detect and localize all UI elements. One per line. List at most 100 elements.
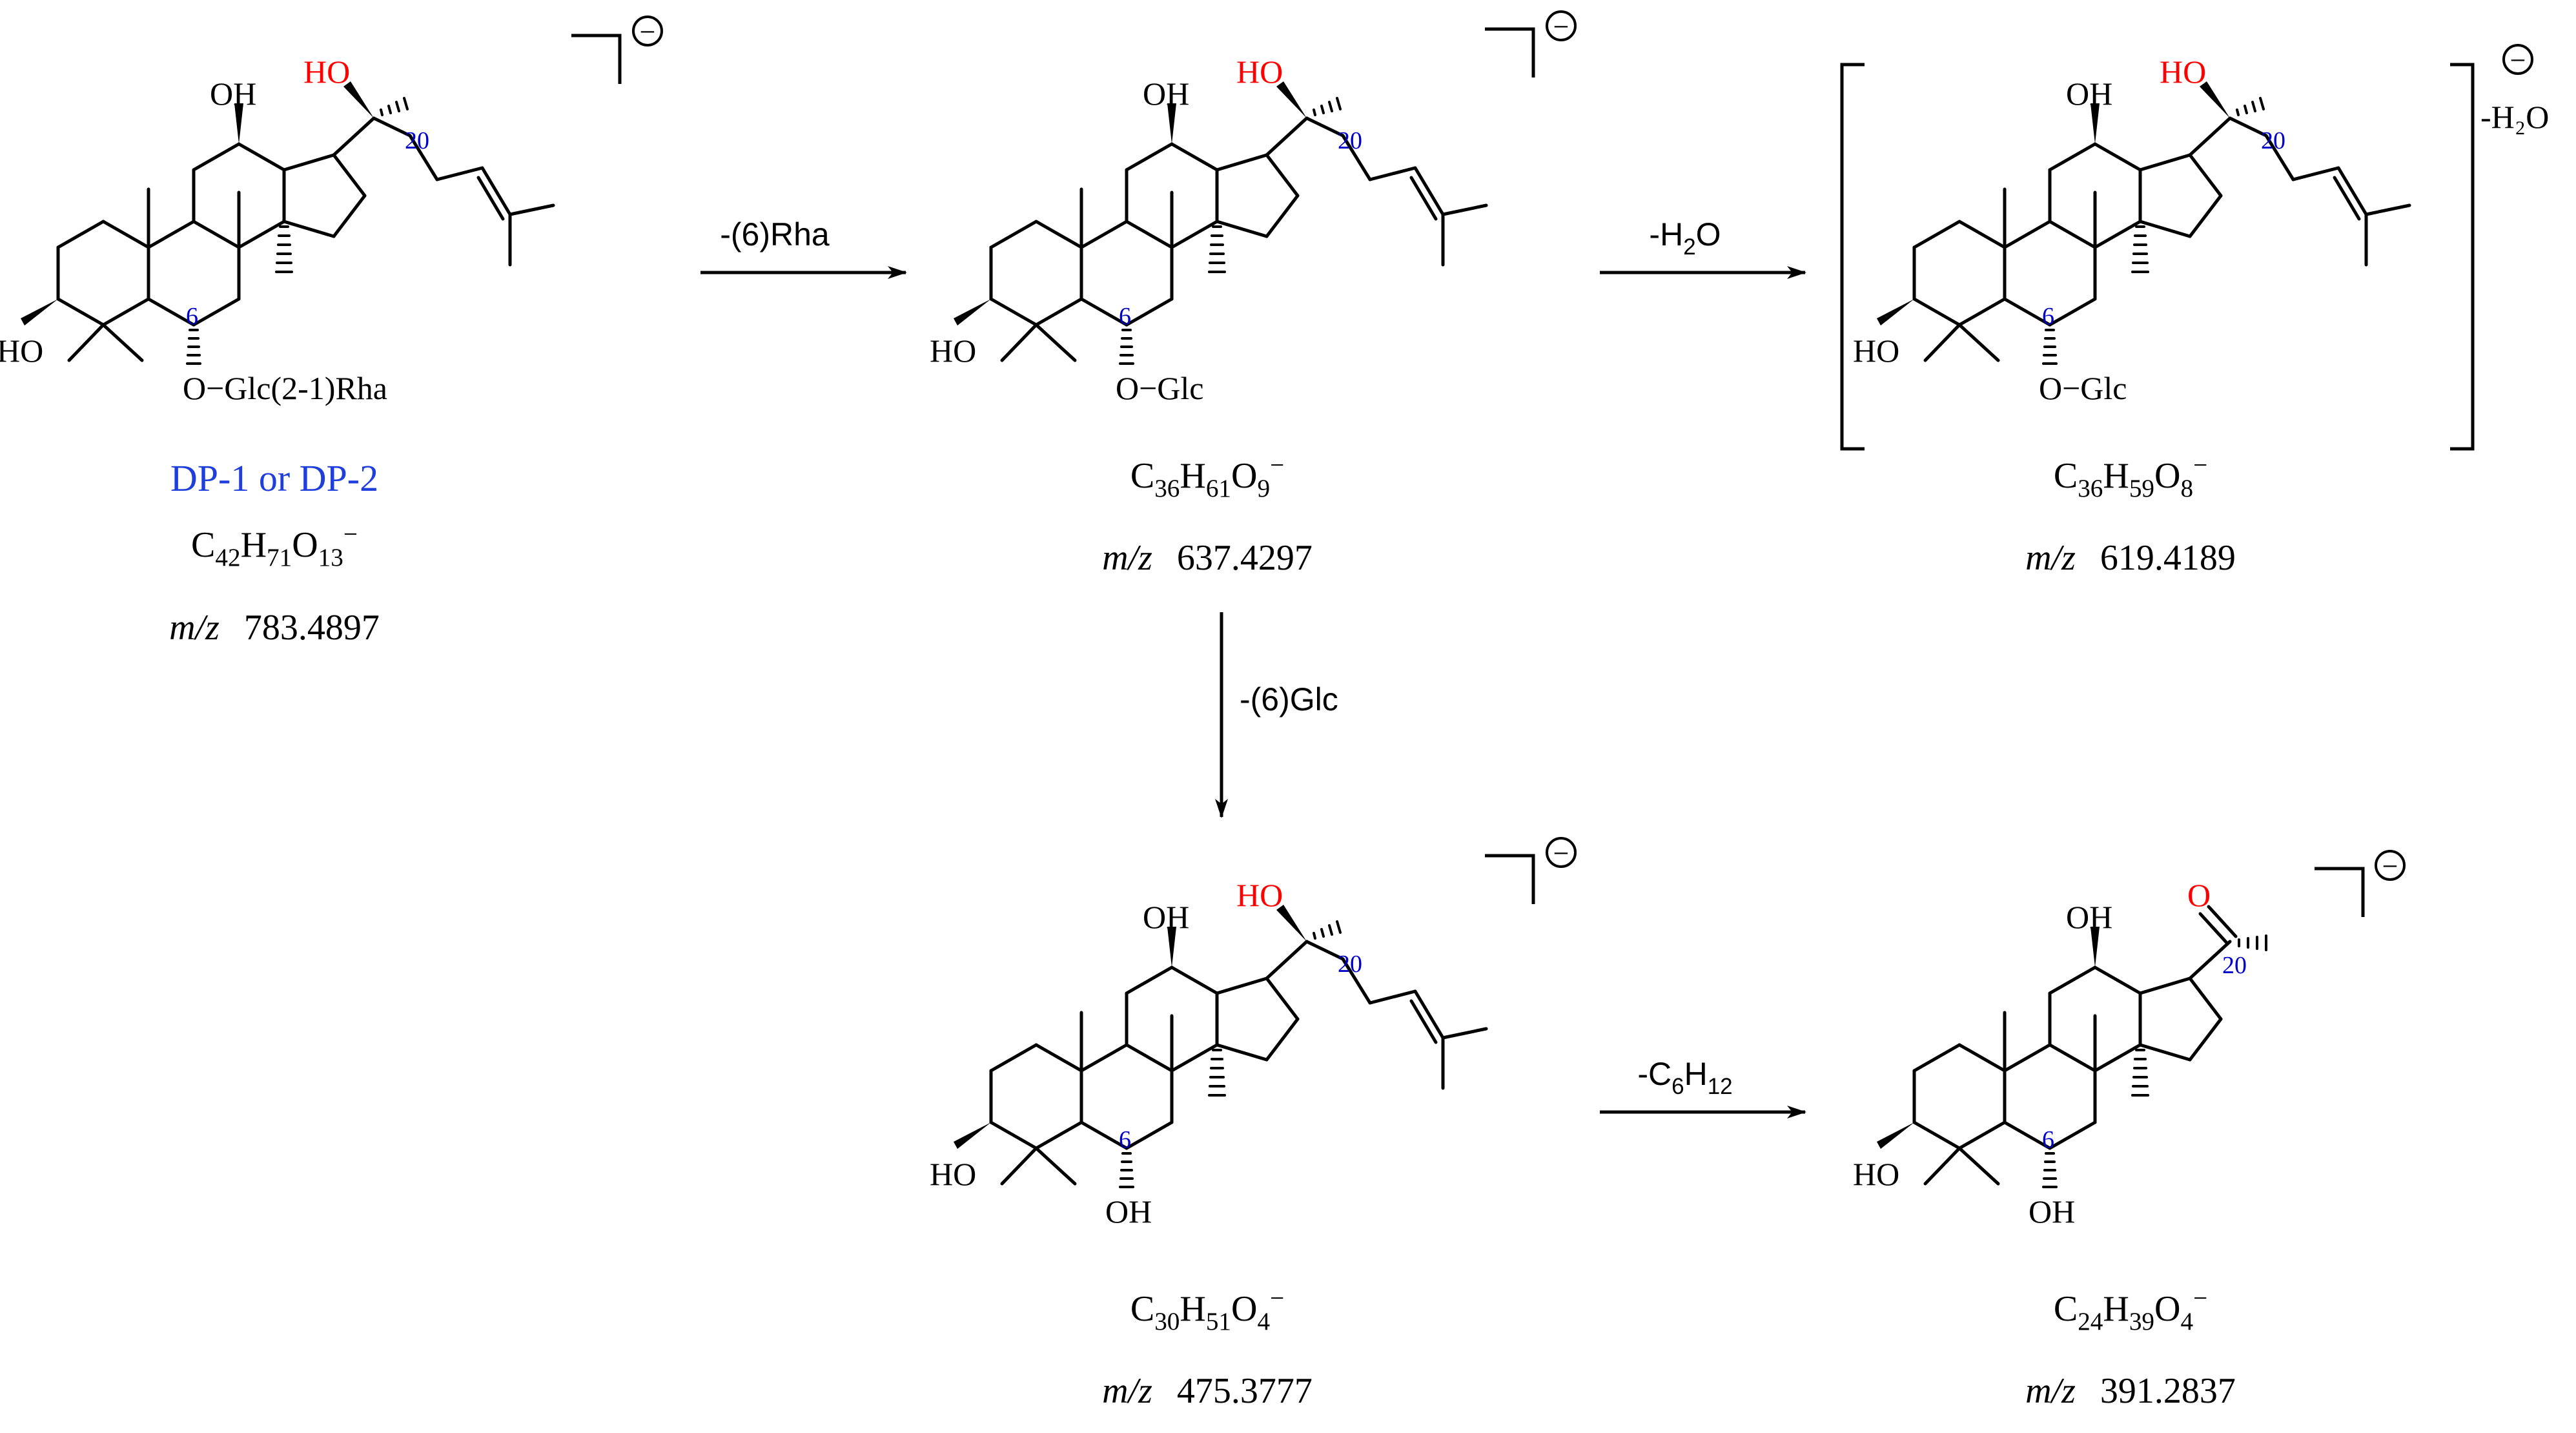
c20-hydroxyl-label: HO <box>1236 54 1283 90</box>
charge-sign: − <box>640 16 656 48</box>
locant-6: 6 <box>2042 1126 2054 1153</box>
formula-subscript: 39 <box>2129 1308 2154 1335</box>
mz-label: m/z <box>1102 538 1152 578</box>
mz-label: m/z <box>2025 1371 2076 1411</box>
arrow-label: -(6)Glc <box>1240 681 1338 717</box>
mz-readout: m/z 391.2837 <box>2025 1371 2236 1411</box>
formula-superscript: − <box>2193 451 2207 479</box>
charge-sign: − <box>1553 838 1569 869</box>
c3-hydroxyl-label: HO <box>0 333 43 369</box>
right-bracket <box>2450 63 2475 451</box>
locant-6: 6 <box>1119 1126 1131 1153</box>
c3-hydroxyl-label: HO <box>930 1156 976 1192</box>
c12-hydroxyl-label: OH <box>2066 76 2112 112</box>
compound-loss-c6h12: HO OH O 20 6 OH − C24H39O4− m/z 391.2837 <box>1853 850 2406 1411</box>
c20-hydroxyl-label: HO <box>303 54 350 90</box>
molecular-formula: C24H39O4− <box>2054 1284 2207 1335</box>
c20-ketone-oxygen: O <box>2187 877 2211 913</box>
formula-superscript: − <box>1270 1284 1284 1312</box>
formula-text: C <box>2054 456 2078 496</box>
mz-label: m/z <box>169 608 220 648</box>
formula-subscript: 4 <box>1257 1308 1270 1335</box>
formula-text: O <box>1231 456 1257 496</box>
formula-superscript: − <box>343 521 358 548</box>
formula-subscript: 36 <box>2078 475 2103 502</box>
molecular-formula: C36H59O8− <box>2054 451 2207 502</box>
mz-value: 783.4897 <box>244 608 380 648</box>
mz-value: 619.4189 <box>2100 538 2236 578</box>
mz-label: m/z <box>1102 1371 1152 1411</box>
formula-text: -(6)Rha <box>720 216 830 253</box>
bracket-note: -H₂O <box>2480 99 2549 135</box>
formula-text: C <box>2054 1289 2078 1329</box>
structure-loss-glc: HO OH HO 20 6 OH <box>930 877 1486 1230</box>
formula-subscript: 4 <box>2180 1308 2193 1335</box>
formula-superscript: − <box>2193 1284 2207 1312</box>
compound-name: DP-1 or DP-2 <box>170 457 378 499</box>
anion-charge-loss-water: − <box>2502 44 2533 76</box>
molecular-formula: C42H71O13− <box>191 521 358 572</box>
formula-text: O <box>292 525 318 565</box>
locant-20: 20 <box>1338 127 1362 154</box>
formula-text: C <box>1130 1289 1154 1329</box>
locant-20: 20 <box>2261 127 2285 154</box>
mz-readout: m/z 783.4897 <box>169 608 380 648</box>
anion-charge-loss-rha: − <box>1485 10 1577 77</box>
arrow-c6h12: -C6H12 <box>1600 1056 1806 1119</box>
left-bracket <box>1840 63 1865 451</box>
compound-loss-rha: HO OH HO 20 6 O−Glc − C36H61O9− m/z 637.… <box>930 10 1577 578</box>
formula-text: -(6)Glc <box>1240 681 1338 717</box>
c6-substituent: O−Glc(2-1)Rha <box>183 370 387 406</box>
c20-hydroxyl-label: HO <box>2160 54 2206 90</box>
locant-6: 6 <box>1119 303 1131 330</box>
locant-6: 6 <box>186 303 198 330</box>
formula-text: O <box>2154 456 2180 496</box>
locant-20: 20 <box>405 127 429 154</box>
formula-text: H <box>2103 456 2129 496</box>
c3-hydroxyl-label: HO <box>1853 333 1899 369</box>
anion-charge-parent: − <box>571 15 663 84</box>
c12-hydroxyl-label: OH <box>1143 76 1189 112</box>
compound-loss-glc: HO OH HO 20 6 OH − C30H51O4− m/z 475.377… <box>930 837 1577 1411</box>
c3-hydroxyl-label: HO <box>930 333 976 369</box>
arrow-glc: -(6)Glc <box>1215 612 1338 818</box>
formula-subscript: 13 <box>318 544 343 572</box>
formula-subscript: 2 <box>1683 234 1695 260</box>
arrow-h2o: -H2O <box>1600 216 1806 279</box>
charge-sign: − <box>2510 45 2526 76</box>
formula-text: H <box>1684 1056 1708 1092</box>
formula-text: H <box>1180 456 1205 496</box>
locant-20: 20 <box>1338 951 1362 978</box>
formula-subscript: 24 <box>2078 1308 2103 1335</box>
c12-hydroxyl-label: OH <box>2066 899 2112 935</box>
mz-value: 391.2837 <box>2100 1371 2236 1411</box>
formula-text: C <box>191 525 215 565</box>
charge-sign: − <box>2382 851 2398 882</box>
c6-substituent: OH <box>1105 1193 1152 1230</box>
c6-substituent: O−Glc <box>2039 370 2127 406</box>
compound-loss-water: HO OH HO 20 6 O−Glc − -H₂O C36H59O8− m/z… <box>1840 44 2549 578</box>
formula-subscript: 30 <box>1154 1308 1180 1335</box>
formula-subscript: 8 <box>2180 475 2193 502</box>
arrow-rha: -(6)Rha <box>700 216 907 279</box>
formula-text: C <box>1130 456 1154 496</box>
formula-subscript: 51 <box>1206 1308 1231 1335</box>
c6-substituent: OH <box>2029 1193 2075 1230</box>
formula-subscript: 36 <box>1154 475 1180 502</box>
c12-hydroxyl-label: OH <box>1143 899 1189 935</box>
formula-text: O <box>1696 216 1721 253</box>
formula-text: H <box>241 525 267 565</box>
compound-parent: HO OH HO 20 6 O−Glc(2-1)Rha − DP-1 or DP… <box>0 15 663 648</box>
structure-loss-c6h12: HO OH O 20 6 OH <box>1853 877 2266 1230</box>
anion-charge-loss-glc: − <box>1485 837 1577 904</box>
formula-subscript: 6 <box>1671 1074 1684 1099</box>
locant-6: 6 <box>2042 303 2054 330</box>
formula-subscript: 42 <box>215 544 240 572</box>
molecular-formula: C30H51O4− <box>1130 1284 1284 1335</box>
c3-hydroxyl-label: HO <box>1853 1156 1899 1192</box>
mz-readout: m/z 475.3777 <box>1102 1371 1313 1411</box>
mz-value: 637.4297 <box>1177 538 1313 578</box>
arrow-label: -H2O <box>1649 216 1721 260</box>
c6-substituent: O−Glc <box>1116 370 1204 406</box>
molecular-formula: C36H61O9− <box>1130 451 1284 502</box>
